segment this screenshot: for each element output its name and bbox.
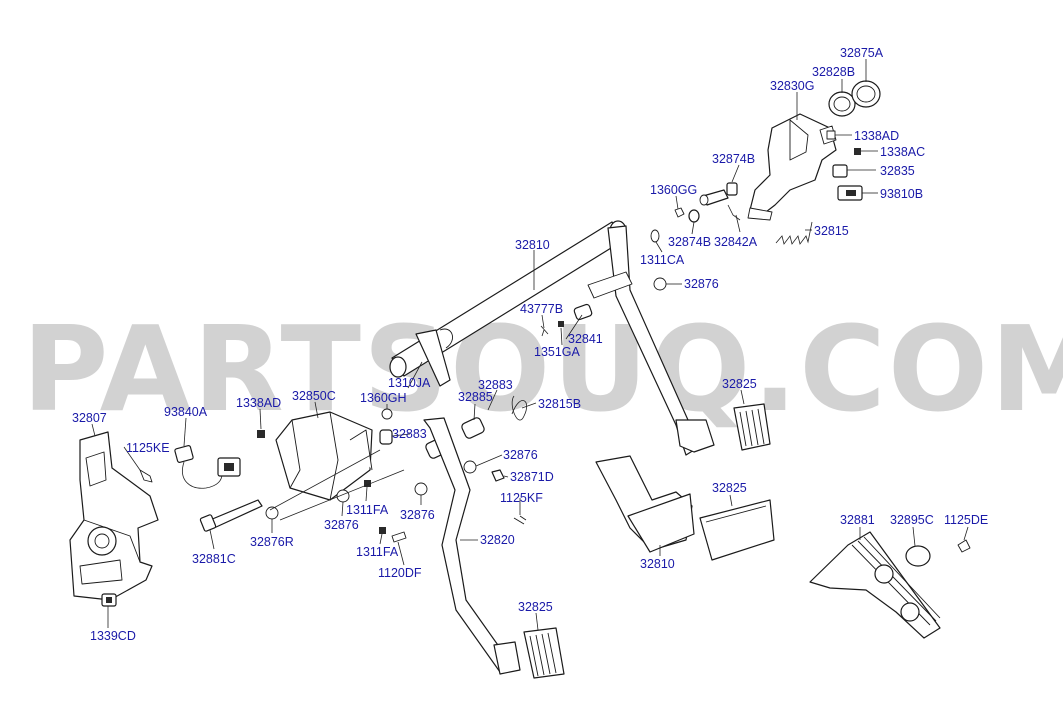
washer-32876-low: [414, 482, 428, 496]
pin-43777B: [540, 325, 549, 337]
label-32815B[interactable]: 32815B: [538, 397, 581, 411]
label-32895C[interactable]: 32895C: [890, 513, 934, 527]
label-1360GG[interactable]: 1360GG: [650, 183, 697, 197]
label-32830G[interactable]: 32830G: [770, 79, 814, 93]
label-32874B-a[interactable]: 32874B: [712, 152, 755, 166]
label-32825-bottom[interactable]: 32825: [518, 600, 553, 614]
cap-32895C: [905, 545, 931, 567]
label-32885[interactable]: 32885: [458, 390, 493, 404]
label-1310JA[interactable]: 1310JA: [388, 376, 431, 390]
part-labels: 32875A 32828B 32830G 1338AD 1338AC 32874…: [72, 46, 988, 643]
nut-1338AC: [854, 148, 861, 155]
label-32883-mid[interactable]: 32883: [392, 427, 427, 441]
accelerator-pedal-32810: [595, 455, 695, 553]
bolt-1120DF: [391, 531, 407, 543]
label-32820[interactable]: 32820: [480, 533, 515, 547]
label-32828B[interactable]: 32828B: [812, 65, 855, 79]
label-93840A[interactable]: 93840A: [164, 405, 208, 419]
shaft-lever-1310JA: [415, 329, 451, 387]
pedal-bracket-32807: [69, 431, 159, 601]
bolt-1125KF: [513, 515, 527, 525]
label-1311FA-a[interactable]: 1311FA: [346, 503, 389, 517]
bushing-32828B: [828, 91, 856, 117]
pedal-pad-lower: [493, 641, 521, 675]
label-32876-top[interactable]: 32876: [684, 277, 719, 291]
label-32825-right[interactable]: 32825: [722, 377, 757, 391]
bolt-1311FA-a: [364, 480, 371, 487]
bushing-32875A: [851, 80, 881, 108]
bushing-32874B-b: [688, 209, 700, 223]
label-32850C[interactable]: 32850C: [292, 389, 336, 403]
stop-lamp-switch-93810B: [837, 185, 863, 201]
label-32876-low[interactable]: 32876: [400, 508, 435, 522]
nut-1338AD-top: [826, 130, 836, 140]
label-1338AD-left[interactable]: 1338AD: [236, 396, 281, 410]
label-32883-top[interactable]: 32883: [478, 378, 513, 392]
label-1125DE[interactable]: 1125DE: [944, 513, 988, 527]
label-32874B-b[interactable]: 32874B: [668, 235, 711, 249]
label-32842A[interactable]: 32842A: [714, 235, 758, 249]
label-1311CA[interactable]: 1311CA: [640, 253, 685, 267]
label-32825-pad[interactable]: 32825: [712, 481, 747, 495]
label-1125KF[interactable]: 1125KF: [500, 491, 543, 505]
footrest-32881: [809, 531, 941, 639]
washer-1360GH: [381, 408, 393, 420]
stopper-32835: [832, 164, 848, 178]
clip-1351GA: [558, 321, 564, 327]
label-32875A[interactable]: 32875A: [840, 46, 884, 60]
nut-32871D: [491, 469, 505, 482]
connector-93840A: [174, 445, 241, 489]
label-32810-shaft[interactable]: 32810: [515, 238, 550, 252]
pedal-rubber-32825-pad: [699, 499, 775, 561]
label-1311FA-b[interactable]: 1311FA: [356, 545, 399, 559]
label-1338AC[interactable]: 1338AC: [880, 145, 925, 159]
label-1351GA[interactable]: 1351GA: [534, 345, 581, 359]
leader-lines: [91, 59, 969, 631]
washer-32876-mid: [463, 460, 477, 474]
label-32881C[interactable]: 32881C: [192, 552, 236, 566]
nut-1338AD-left: [257, 430, 265, 438]
label-1338AD-top[interactable]: 1338AD: [854, 129, 899, 143]
pedal-bracket-32830G: [747, 113, 837, 221]
bolt-1125KE: [139, 469, 153, 483]
label-32876R[interactable]: 32876R: [250, 535, 294, 549]
spring-32815B: [511, 395, 528, 421]
label-32810-pedal[interactable]: 32810: [640, 557, 675, 571]
label-32841[interactable]: 32841: [568, 332, 603, 346]
bolt-1311CA: [650, 229, 660, 243]
label-93810B[interactable]: 93810B: [880, 187, 923, 201]
pin-32842A: [699, 189, 741, 221]
watermark: PARTSOUQ.COM: [22, 300, 1063, 438]
pedal-rubber-32825-right: [733, 403, 771, 451]
label-32876-left[interactable]: 32876: [324, 518, 359, 532]
label-32835[interactable]: 32835: [880, 164, 915, 178]
pedal-pad-upper: [675, 419, 715, 453]
label-1125KE[interactable]: 1125KE: [126, 441, 170, 455]
label-32871D[interactable]: 32871D: [510, 470, 554, 484]
pedal-rubber-32825-bottom: [523, 627, 565, 679]
label-32815[interactable]: 32815: [814, 224, 849, 238]
spring-32815: [775, 221, 813, 245]
bolt-1125DE: [957, 539, 971, 553]
bushing-32841: [573, 303, 593, 321]
bushing-32883-a: [379, 429, 393, 445]
nut-1339CD: [101, 593, 117, 607]
bolt-32881C: [199, 499, 263, 532]
bolt-1311FA-b: [379, 527, 386, 534]
bushing-32876-top: [653, 277, 667, 291]
label-32807[interactable]: 32807: [72, 411, 107, 425]
washer-1360GG: [674, 207, 685, 218]
label-32881[interactable]: 32881: [840, 513, 875, 527]
clutch-pedal-arm: [587, 225, 695, 456]
label-1339CD[interactable]: 1339CD: [90, 629, 136, 643]
label-32876-mid[interactable]: 32876: [503, 448, 538, 462]
label-1360GH[interactable]: 1360GH: [360, 391, 407, 405]
pedal-bracket-32850C: [275, 411, 373, 501]
collar-32885: [461, 417, 485, 439]
bushing-32874B-a: [726, 182, 738, 196]
label-43777B[interactable]: 43777B: [520, 302, 563, 316]
label-1120DF[interactable]: 1120DF: [378, 566, 422, 580]
